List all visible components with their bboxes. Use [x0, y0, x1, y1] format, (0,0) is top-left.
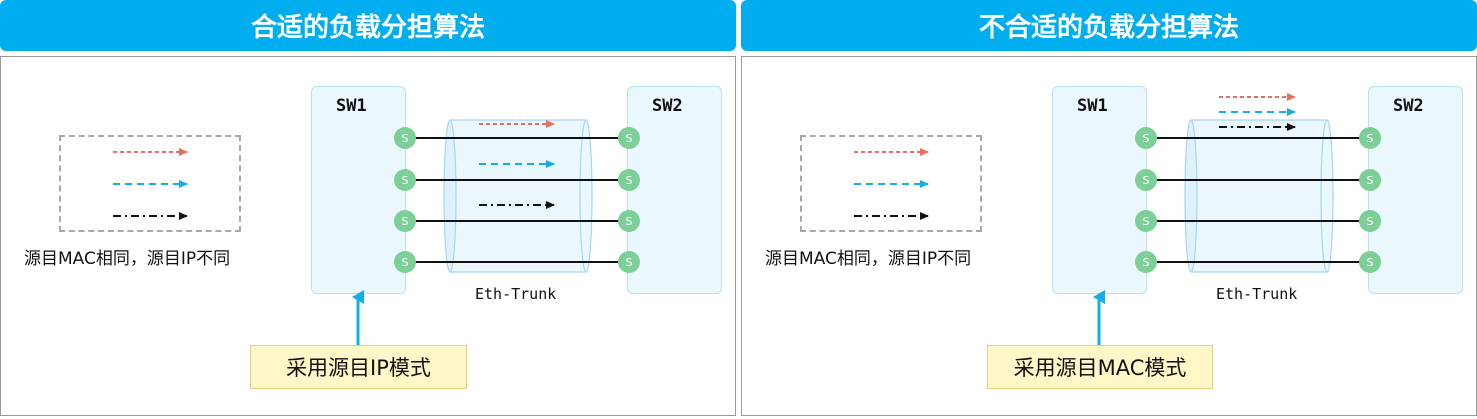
svg-text:S: S: [402, 174, 409, 187]
svg-text:S: S: [1367, 174, 1374, 187]
svg-text:S: S: [626, 132, 633, 145]
right-flow-arrows: [1219, 93, 1296, 131]
left-legend-arrows: [113, 148, 188, 220]
svg-text:S: S: [626, 256, 633, 269]
svg-text:S: S: [1143, 132, 1150, 145]
left-sw1-label: SW1: [336, 96, 367, 116]
left-mode-box: 采用源目IP模式: [250, 345, 467, 389]
right-trunk-label: Eth-Trunk: [1216, 285, 1298, 303]
right-sw1-label: SW1: [1077, 96, 1108, 116]
left-trunk-label: Eth-Trunk: [475, 285, 557, 303]
left-ports: S S S S S S S S: [394, 127, 640, 273]
left-trunk-cylinder: [443, 119, 593, 273]
left-legend-box: [59, 135, 241, 232]
left-sw2-label: SW2: [652, 96, 683, 116]
right-ports: S S S S S S S S: [1135, 127, 1381, 273]
svg-text:S: S: [1367, 256, 1374, 269]
svg-text:S: S: [1367, 132, 1374, 145]
right-sw2-label: SW2: [1393, 96, 1424, 116]
left-panel: 合适的负载分担算法 源目MAC相同，源目IP不同 SW1 SW2: [0, 0, 736, 419]
left-flow-arrows: [479, 120, 555, 209]
right-trunk-cylinder: [1184, 119, 1334, 273]
right-panel-title: 不合适的负载分担算法: [741, 0, 1477, 51]
svg-text:S: S: [1367, 215, 1374, 228]
svg-text:S: S: [1143, 174, 1150, 187]
left-legend-caption: 源目MAC相同，源目IP不同: [24, 249, 231, 269]
svg-text:S: S: [402, 132, 409, 145]
svg-text:S: S: [402, 215, 409, 228]
right-legend-caption: 源目MAC相同，源目IP不同: [765, 249, 972, 269]
left-diagram: S S S S S S S S: [113, 119, 640, 345]
right-legend-arrows: [854, 148, 929, 220]
svg-text:S: S: [626, 174, 633, 187]
svg-text:S: S: [1143, 215, 1150, 228]
left-panel-title: 合适的负载分担算法: [0, 0, 736, 51]
right-mode-box: 采用源目MAC模式: [987, 345, 1213, 389]
right-links: [1146, 137, 1370, 263]
svg-text:S: S: [626, 215, 633, 228]
left-sw1: [311, 86, 406, 294]
right-panel: 不合适的负载分担算法 源目MAC相同，源目IP不同 SW1 SW2: [741, 0, 1477, 419]
svg-text:S: S: [1143, 256, 1150, 269]
right-diagram: S S S S S S S S: [854, 93, 1381, 345]
right-legend-box: [800, 135, 982, 232]
svg-text:S: S: [402, 256, 409, 269]
left-links: [405, 137, 629, 263]
right-sw1: [1052, 86, 1147, 294]
